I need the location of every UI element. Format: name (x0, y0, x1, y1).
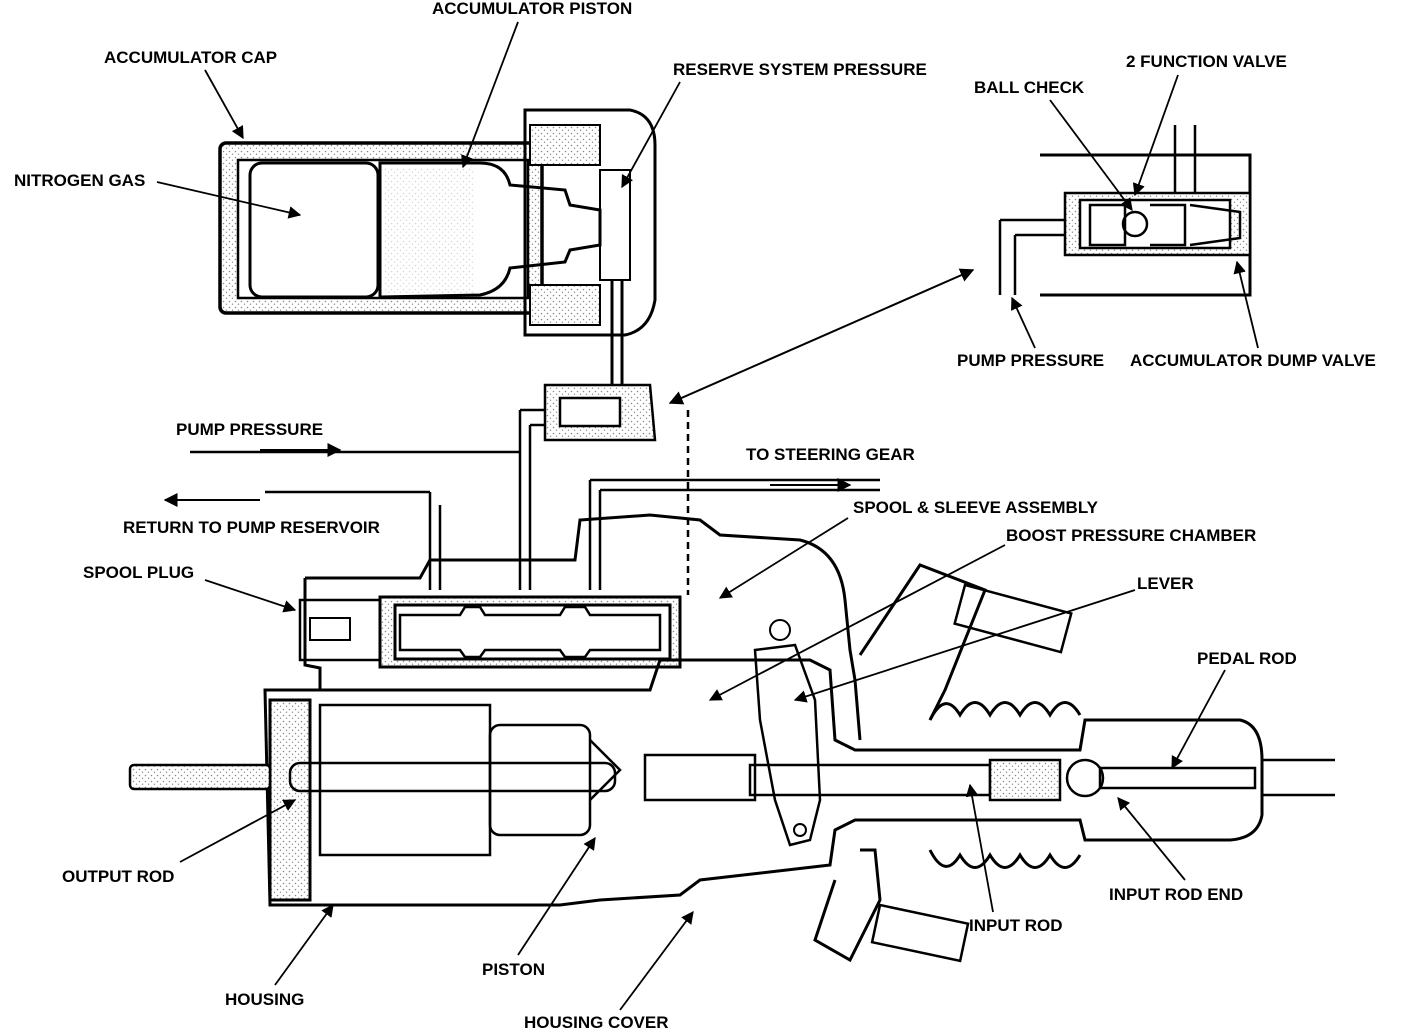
piston-shape (488, 723, 592, 837)
housing-outline (263, 658, 1264, 907)
lever-shape (753, 643, 822, 847)
label-accumulator-cap: ACCUMULATOR CAP (104, 48, 278, 67)
spool-plug-shape (298, 598, 382, 662)
label-pedal-rod: PEDAL ROD (1197, 649, 1297, 668)
nitrogen-gas-chamber (248, 161, 380, 299)
label-spool-plug: SPOOL PLUG (83, 563, 195, 582)
label-pump-pressure: PUMP PRESSURE (176, 420, 324, 439)
label-piston: PISTON (482, 960, 545, 979)
label-nitrogen-gas: NITROGEN GAS (14, 171, 146, 190)
label-ball-check: BALL CHECK (974, 78, 1085, 97)
two-function-valve-block (518, 383, 657, 590)
label-housing-cover: HOUSING COVER (524, 1013, 669, 1028)
label-2-function-valve: 2 FUNCTION VALVE (1126, 52, 1287, 71)
label-lever: LEVER (1137, 574, 1194, 593)
label-accumulator-piston: ACCUMULATOR PISTON (432, 0, 633, 18)
detail-link-arrow (668, 268, 975, 405)
accumulator-end-body (523, 108, 657, 337)
label-housing: HOUSING (225, 990, 305, 1009)
label-output-rod: OUTPUT ROD (62, 867, 175, 886)
input-rod-shape (748, 763, 992, 797)
label-accumulator-dump-valve: ACCUMULATOR DUMP VALVE (1130, 351, 1376, 370)
accumulator (218, 108, 657, 390)
label-spool-sleeve-assembly: SPOOL & SLEEVE ASSEMBLY (853, 498, 1098, 517)
leader-lines (156, 21, 1259, 1011)
output-rod-shape (288, 761, 617, 793)
boot-top (928, 701, 1082, 721)
valve-detail-inset (998, 125, 1252, 297)
valve-body-outline (305, 513, 862, 741)
main-housing (128, 410, 1335, 963)
label-input-rod: INPUT ROD (969, 916, 1063, 935)
boot-bottom (928, 849, 1082, 869)
hydraulic-lines (190, 450, 880, 590)
spool-shape (398, 605, 662, 659)
pedal-rod-shape (1098, 766, 1257, 790)
label-to-steering-gear: TO STEERING GEAR (746, 445, 915, 464)
label-input-rod-end: INPUT ROD END (1109, 885, 1244, 904)
label-return-to-pump-reservoir: RETURN TO PUMP RESERVOIR (123, 518, 380, 537)
flow-arrows (163, 268, 975, 507)
label-pump-pressure-detail: PUMP PRESSURE (957, 351, 1105, 370)
label-reserve-system-pressure: RESERVE SYSTEM PRESSURE (673, 60, 927, 79)
label-boost-pressure-chamber: BOOST PRESSURE CHAMBER (1006, 526, 1257, 545)
